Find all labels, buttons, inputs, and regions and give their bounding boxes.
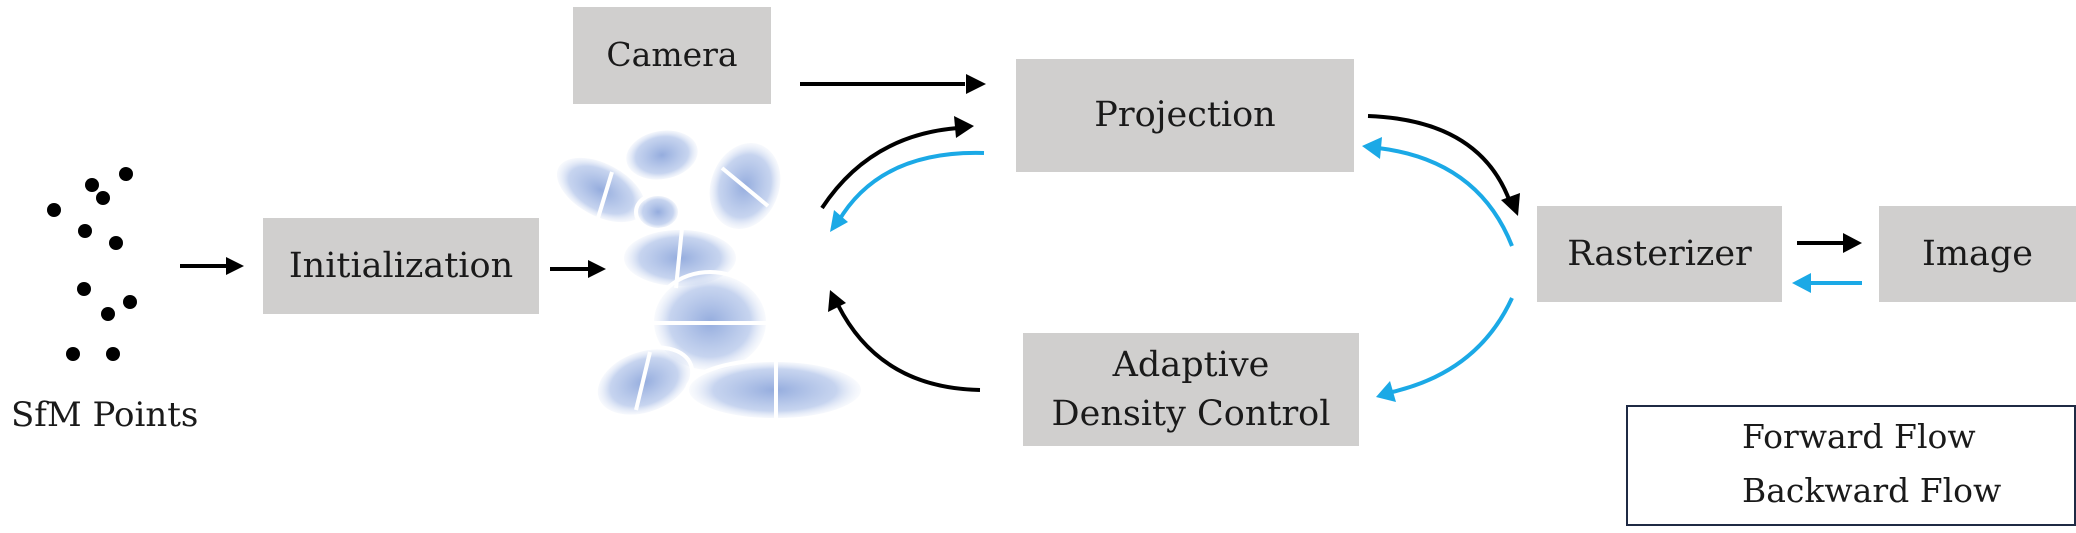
sfm-point (66, 347, 80, 361)
arrowhead (226, 257, 244, 275)
arrowhead (1362, 137, 1382, 159)
arrowhead (1376, 381, 1396, 402)
image-box: Image (1879, 206, 2076, 302)
initialization-label: Initialization (288, 245, 514, 286)
arrow-projection-to-rasterizer (1367, 114, 1512, 203)
sfm-point (47, 203, 61, 217)
arrowhead (830, 210, 848, 232)
arrowhead (828, 290, 846, 312)
legend-box: Forward Flow Backward Flow (1626, 405, 2076, 526)
adaptive-density-control-box: Adaptive Density Control (1023, 333, 1359, 446)
legend-forward-label: Forward Flow (1742, 417, 1976, 456)
gaussian-seam (674, 227, 684, 289)
gaussian-seam (634, 351, 652, 411)
image-label: Image (1922, 233, 2033, 274)
sfm-point (78, 224, 92, 238)
sfm-point (101, 307, 115, 321)
sfm-point (96, 191, 110, 205)
sfm-point (77, 282, 91, 296)
legend-backward-label: Backward Flow (1742, 471, 2002, 510)
arrow-projection-to-gaussians-back (836, 150, 985, 224)
arrowhead (1501, 193, 1520, 216)
forward-arrowheads (226, 74, 1862, 312)
adc-label-line2: Density Control (1051, 393, 1331, 434)
sfm-point (85, 178, 99, 192)
projection-label: Projection (1094, 95, 1276, 135)
arrowhead (1792, 273, 1811, 293)
sfm-point (109, 236, 123, 250)
backward-arrowheads (830, 137, 1811, 402)
legend-forward-row: Forward Flow (1742, 417, 1976, 456)
gaussian-ellipse (622, 126, 702, 184)
rasterizer-box: Rasterizer (1537, 206, 1782, 302)
rasterizer-label: Rasterizer (1567, 233, 1752, 274)
gaussian-seam (596, 171, 614, 219)
camera-box: Camera (573, 7, 771, 104)
gaussian-ellipse (634, 192, 682, 232)
arrowhead (1843, 233, 1862, 253)
sfm-point (106, 347, 120, 361)
initialization-box: Initialization (263, 218, 539, 314)
arrowhead (588, 260, 606, 278)
sfm-point (123, 295, 137, 309)
legend-backward-row: Backward Flow (1742, 471, 2001, 510)
forward-arrows (180, 82, 1845, 392)
arrow-adc-to-gaussians (836, 304, 981, 392)
arrowhead (966, 74, 986, 94)
sfm-points-cluster (47, 167, 137, 361)
sfm-points-label: SfM Points (11, 395, 199, 435)
gaussian-seam (720, 166, 770, 208)
arrowhead (954, 116, 974, 138)
camera-label: Camera (606, 35, 738, 75)
gaussians-cluster (552, 126, 865, 422)
arrow-gaussians-to-projection (820, 126, 959, 210)
sfm-point (119, 167, 133, 181)
arrow-rasterizer-to-adc-back (1391, 297, 1514, 394)
adc-label-line1: Adaptive (1112, 344, 1270, 385)
backward-arrows (836, 146, 1862, 394)
projection-box: Projection (1016, 59, 1354, 172)
arrow-rasterizer-to-projection-back (1377, 146, 1514, 247)
